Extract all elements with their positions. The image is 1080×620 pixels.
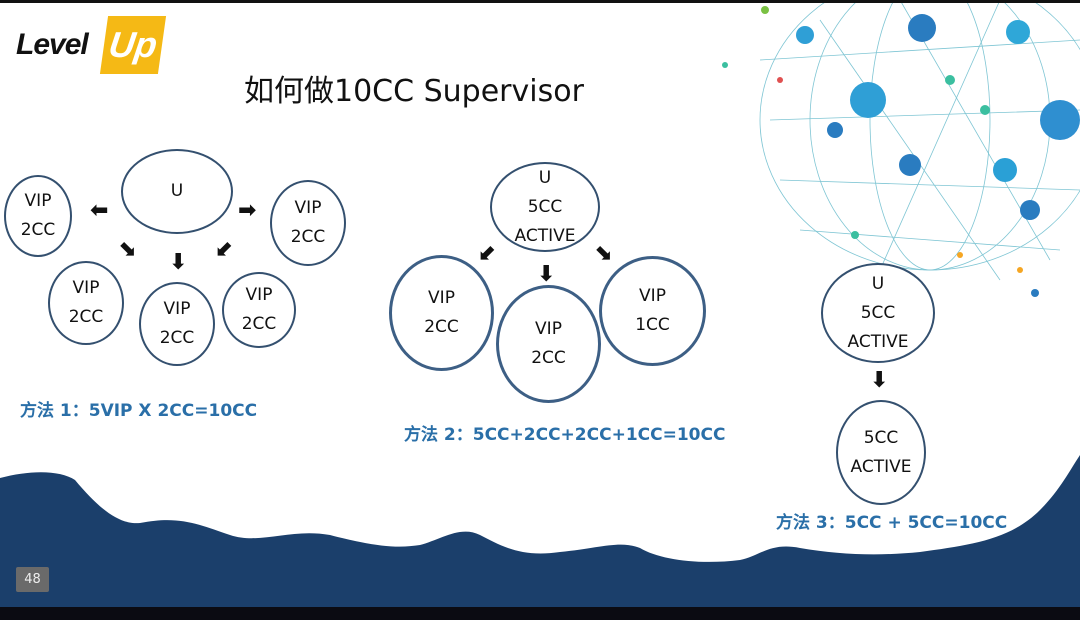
node-value: 2CC [424,317,459,337]
method2-vip-node: VIP 2CC [389,255,494,371]
arrow-down-icon: ⬇ [169,250,188,275]
page-number: 48 [16,567,49,592]
node-value: 2CC [241,314,277,334]
method3-bottom-node: 5CC ACTIVE [836,400,926,505]
node-value: 5CC [863,427,899,448]
method1-center-node: U [121,149,233,234]
arrow-down-icon: ⬇ [537,262,556,287]
node-value: 2CC [159,328,195,348]
logo-text-up: Up [99,16,167,74]
node-label: VIP [24,191,52,211]
arrow-down-icon: ⬇ [870,368,889,393]
arrow-left-icon: ⬅ [90,198,109,223]
node-label: VIP [72,278,100,298]
bottom-bar [0,607,1080,620]
node-label: U [871,273,885,294]
node-status: ACTIVE [850,456,912,477]
method1-vip-node: VIP 2CC [222,272,296,348]
node-label: U [170,181,184,201]
method2-vip-node: VIP 1CC [599,256,706,366]
method3-top-node: U 5CC ACTIVE [821,263,935,363]
node-label: VIP [294,198,322,218]
node-label: U [538,167,552,188]
node-label: VIP [163,299,191,319]
method2-caption: 方法 2：5CC+2CC+2CC+1CC=10CC [404,425,726,445]
slide-title: 如何做10CC Supervisor [244,74,584,109]
node-status: ACTIVE [514,225,576,246]
network-nodes-decoration [722,6,1080,297]
method1-vip-node: VIP 2CC [270,180,346,266]
node-value: 5CC [527,196,563,217]
logo-text-level: Level [16,28,89,61]
node-label: VIP [428,288,455,308]
levelup-logo: Level Up [16,8,176,74]
method3-caption: 方法 3：5CC + 5CC=10CC [776,513,1008,533]
node-value: 5CC [860,302,896,323]
node-label: VIP [639,286,666,306]
method1-vip-node: VIP 2CC [48,261,124,345]
method1-caption: 方法 1：5VIP X 2CC=10CC [20,401,258,421]
wave-decoration [0,455,1080,620]
node-status: ACTIVE [847,331,909,352]
node-value: 2CC [531,348,566,368]
node-value: 1CC [635,315,670,335]
top-bar [0,0,1080,3]
node-label: VIP [535,319,562,339]
method1-vip-node: VIP 2CC [4,175,72,257]
method2-vip-node: VIP 2CC [496,285,601,403]
arrow-right-icon: ➡ [238,198,257,223]
node-value: 2CC [20,220,56,240]
node-value: 2CC [290,227,326,247]
node-value: 2CC [68,307,104,327]
node-label: VIP [245,285,273,305]
method2-center-node: U 5CC ACTIVE [490,162,600,252]
method1-vip-node: VIP 2CC [139,282,215,366]
